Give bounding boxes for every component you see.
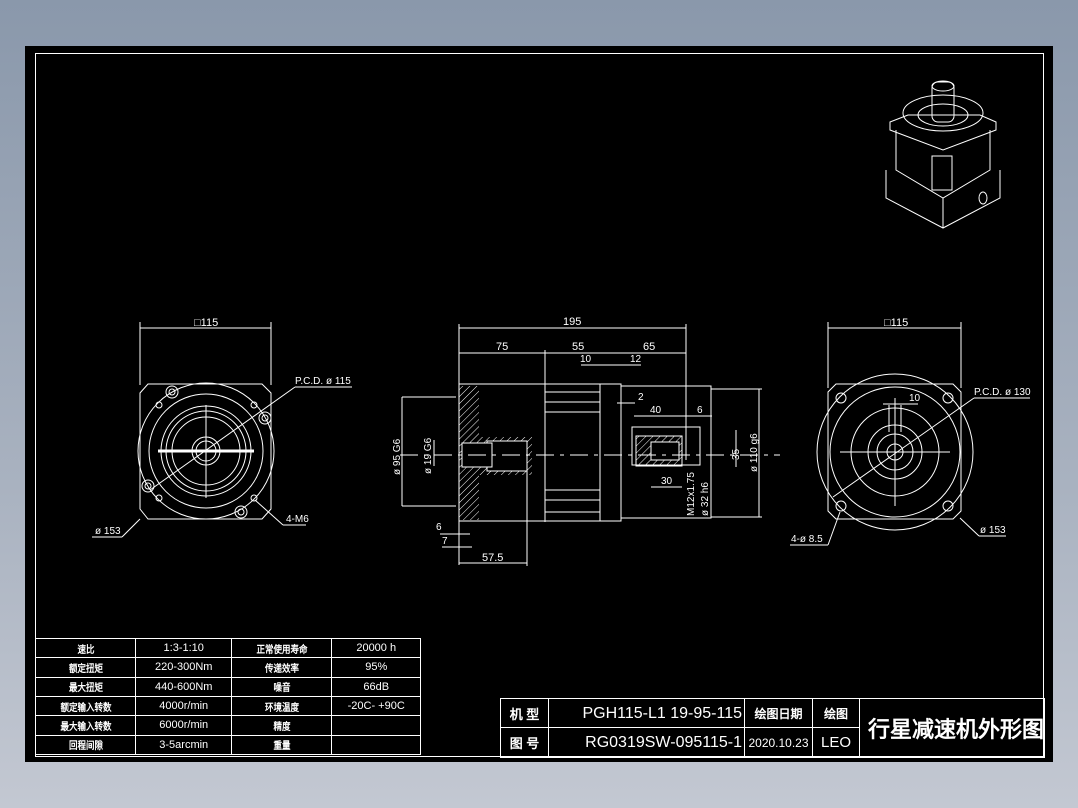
dim-bore-depth: 30	[661, 476, 673, 487]
spec-row: 最大输入转数 6000r/min 精度	[36, 715, 421, 736]
spec-value	[331, 734, 421, 756]
spec-value	[331, 715, 421, 736]
left-square-dim: □115	[194, 317, 218, 329]
spec-value: 440-600Nm	[135, 676, 233, 697]
spec-label: 额定输入转数	[42, 695, 129, 717]
right-pcd-label: P.C.D. ø 130	[974, 387, 1031, 398]
model-value: PGH115-L1 19-95-115	[549, 699, 745, 728]
dim-segment-1: 75	[496, 341, 508, 353]
dim-thread: M12x1.75	[686, 472, 697, 516]
left-pcd-label: P.C.D. ø 115	[295, 376, 351, 387]
spec-value: 95%	[331, 657, 421, 678]
spec-label: 重量	[238, 734, 325, 756]
dim-gap-2: 2	[638, 392, 644, 403]
spec-row: 速比 1:3-1:10 正常使用寿命 20000 h	[36, 637, 421, 659]
dim-35: 35	[731, 448, 742, 460]
drawn-by-label: 绘图	[813, 699, 860, 728]
spec-label: 最大扭矩	[42, 676, 129, 697]
dim-input-bore: ø 95 G6	[392, 438, 403, 475]
dim-7: 7	[442, 536, 448, 547]
spec-label: 精度	[238, 715, 325, 736]
spec-row: 最大扭矩 440-600Nm 噪音 66dB	[36, 676, 421, 697]
dim-key-offset: 6	[697, 405, 703, 416]
spec-label: 回程间隙	[42, 734, 129, 756]
spec-label: 最大输入转数	[42, 715, 129, 736]
spec-label: 传递效率	[238, 657, 325, 678]
model-label: 机 型	[501, 699, 549, 728]
dim-segment-3: 65	[643, 341, 655, 353]
drawing-title: 行星减速机外形图	[868, 717, 1045, 742]
right-outer-dia: ø 153	[980, 525, 1006, 536]
spec-value: 220-300Nm	[135, 657, 233, 678]
spec-row: 额定输入转数 4000r/min 环境温度 -20C- +90C	[36, 695, 421, 717]
date-value: 2020.10.23	[745, 728, 813, 757]
spec-label: 噪音	[238, 676, 325, 697]
spec-value: -20C- +90C	[331, 695, 421, 717]
right-front-view: □115 10 P.C.D. ø 130 ø 153 4-ø 8.5	[790, 317, 1031, 546]
title-block-divider	[501, 727, 859, 728]
drawing-no-value: RG0319SW-095115-1	[549, 728, 745, 757]
dim-segment-2: 55	[572, 341, 584, 353]
side-section-view: 195 75 55 65 10 12 ø 95 G6	[392, 316, 780, 566]
spec-value: 66dB	[331, 676, 421, 697]
isometric-view	[885, 80, 1001, 229]
dim-overall-length: 195	[563, 316, 581, 328]
dim-input-shaft: ø 19 G6	[423, 437, 434, 474]
spec-value: 4000r/min	[135, 695, 233, 717]
spec-value: 6000r/min	[135, 715, 233, 736]
spec-label: 速比	[42, 637, 129, 659]
spec-row: 回程间隙 3-5arcmin 重量	[36, 734, 421, 756]
spec-table: 速比 1:3-1:10 正常使用寿命 20000 h 额定扭矩 220-300N…	[35, 637, 421, 756]
spec-label: 环境温度	[238, 695, 325, 717]
dim-6: 6	[436, 522, 442, 533]
title-block: 机 型 PGH115-L1 19-95-115 绘图日期 绘图 图 号 RG03…	[500, 698, 1045, 758]
spec-value: 20000 h	[331, 637, 421, 659]
right-key-width: 10	[909, 393, 921, 404]
dim-shaft-dia: ø 110 g6	[749, 433, 760, 472]
left-holes-label: 4-M6	[286, 514, 309, 525]
drawn-by-value: LEO	[813, 728, 860, 757]
spec-value: 3-5arcmin	[135, 734, 233, 756]
dim-flange-12: 12	[630, 354, 642, 365]
dim-57-5: 57.5	[482, 552, 503, 564]
left-outer-dia: ø 153	[95, 526, 121, 537]
spec-value: 1:3-1:10	[135, 637, 233, 659]
spec-label: 正常使用寿命	[238, 637, 325, 659]
spec-label: 额定扭矩	[42, 657, 129, 678]
sheet-border	[35, 53, 1044, 757]
spec-row: 额定扭矩 220-300Nm 传递效率 95%	[36, 657, 421, 678]
dim-shaft-dia-32: ø 32 h6	[700, 482, 711, 516]
right-holes-label: 4-ø 8.5	[791, 534, 823, 545]
date-label: 绘图日期	[745, 699, 813, 728]
drawing-no-label: 图 号	[501, 728, 549, 757]
dim-flange-10: 10	[580, 354, 592, 365]
dim-key-length: 40	[650, 405, 662, 416]
right-square-dim: □115	[884, 317, 908, 329]
left-front-view: □115 P.C.D. ø 115 ø 153 4-M6	[92, 317, 352, 538]
